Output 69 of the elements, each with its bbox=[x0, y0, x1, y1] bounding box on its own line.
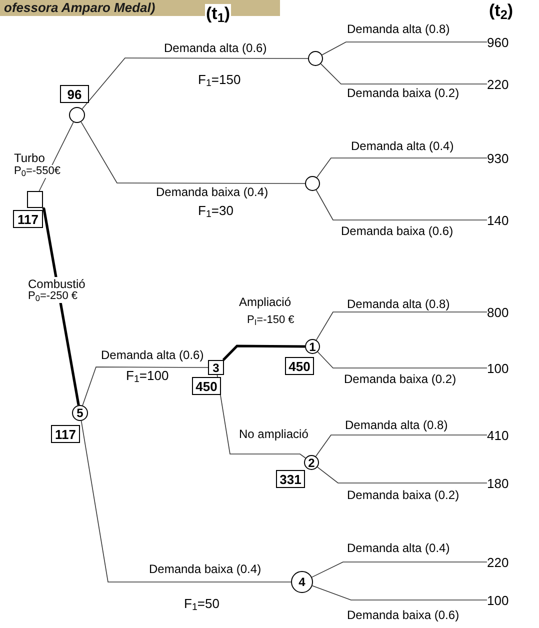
cash-flow-label: F$_{1}$=30 bbox=[197, 203, 234, 218]
branch-line bbox=[316, 158, 488, 178]
chance-node: 1 bbox=[305, 339, 320, 354]
chance-node: 4 bbox=[291, 571, 313, 593]
chance-node bbox=[305, 176, 320, 191]
branch-label: No ampliació bbox=[238, 427, 310, 441]
payoff-value: 410 bbox=[487, 427, 515, 443]
decision-branch-line bbox=[42, 207, 80, 406]
decision-node bbox=[27, 191, 43, 208]
branch-line bbox=[82, 366, 208, 406]
cash-flow-label: F$_{1}$=50 bbox=[183, 596, 220, 611]
branch-label: Demanda alta (0.4) bbox=[350, 139, 455, 153]
chance-node bbox=[69, 107, 85, 123]
branch-label: Demanda baixa (0.2) bbox=[343, 372, 458, 386]
branch-line bbox=[80, 420, 292, 582]
branch-line bbox=[315, 434, 488, 457]
branch-label: Combustió bbox=[27, 277, 86, 291]
payoff-value: 100 bbox=[487, 360, 515, 376]
expected-value-box: 450 bbox=[192, 377, 221, 395]
branch-line bbox=[322, 42, 488, 56]
payoff-value: 180 bbox=[487, 475, 515, 491]
payoff-value: 100 bbox=[487, 592, 515, 608]
branch-label: Ampliació bbox=[238, 295, 292, 309]
payoff-value: 220 bbox=[487, 76, 515, 92]
cost-label: P$_{I}$=-150 € bbox=[246, 314, 296, 327]
branch-line bbox=[312, 562, 488, 578]
branch-label: Demanda baixa (0.2) bbox=[346, 488, 460, 502]
branch-label: Demanda baixa (0.4) bbox=[155, 185, 270, 199]
branch-line bbox=[312, 585, 488, 600]
expected-value-box: 331 bbox=[276, 470, 305, 488]
branch-line bbox=[316, 190, 488, 220]
expected-value-box: 450 bbox=[285, 357, 314, 375]
branch-label: Demanda baixa (0.2) bbox=[346, 86, 460, 100]
branch-label: Demanda baixa (0.6) bbox=[340, 224, 454, 238]
branch-line bbox=[216, 374, 306, 458]
branch-line bbox=[317, 466, 488, 484]
branch-line bbox=[320, 63, 488, 84]
payoff-value: 140 bbox=[487, 212, 515, 228]
branch-line bbox=[317, 352, 488, 368]
payoff-value: 930 bbox=[487, 150, 515, 166]
branch-label: Demanda alta (0.8) bbox=[344, 418, 449, 432]
cash-flow-label: F$_{1}$=100 bbox=[125, 368, 170, 383]
chance-node bbox=[308, 51, 323, 66]
branch-label: Demanda alta (0.6) bbox=[163, 41, 268, 55]
time-label: (t$_{2}$) bbox=[488, 1, 514, 21]
branch-label: Demanda alta (0.8) bbox=[346, 297, 451, 311]
cost-label: P$_{0}$=-250 € bbox=[27, 290, 79, 303]
decision-node: 3 bbox=[208, 360, 224, 375]
expected-value-box: 117 bbox=[13, 210, 43, 228]
payoff-value: 800 bbox=[487, 304, 515, 320]
cash-flow-label: F$_{1}$=150 bbox=[197, 72, 242, 87]
chance-node: 5 bbox=[72, 405, 88, 421]
branch-label: Turbo bbox=[13, 151, 46, 165]
expected-value-box: 96 bbox=[60, 85, 89, 103]
branch-label: Demanda alta (0.6) bbox=[100, 348, 205, 362]
branch-line bbox=[80, 122, 306, 184]
branch-label: Demanda baixa (0.4) bbox=[148, 562, 262, 576]
branch-label: Demanda alta (0.4) bbox=[346, 541, 451, 555]
chance-node: 2 bbox=[304, 455, 319, 470]
cost-label: P$_{0}$=-550€ bbox=[13, 165, 62, 178]
expected-value-box: 117 bbox=[51, 425, 80, 443]
decision-branch-line bbox=[222, 344, 305, 361]
branch-line bbox=[82, 58, 308, 110]
time-label: (t$_{1}$) bbox=[205, 4, 232, 24]
branch-line bbox=[316, 312, 488, 340]
payoff-value: 220 bbox=[487, 554, 515, 570]
payoff-value: 960 bbox=[487, 34, 515, 50]
branch-label: Demanda alta (0.8) bbox=[346, 22, 451, 36]
branch-label: Demanda baixa (0.6) bbox=[346, 608, 460, 622]
